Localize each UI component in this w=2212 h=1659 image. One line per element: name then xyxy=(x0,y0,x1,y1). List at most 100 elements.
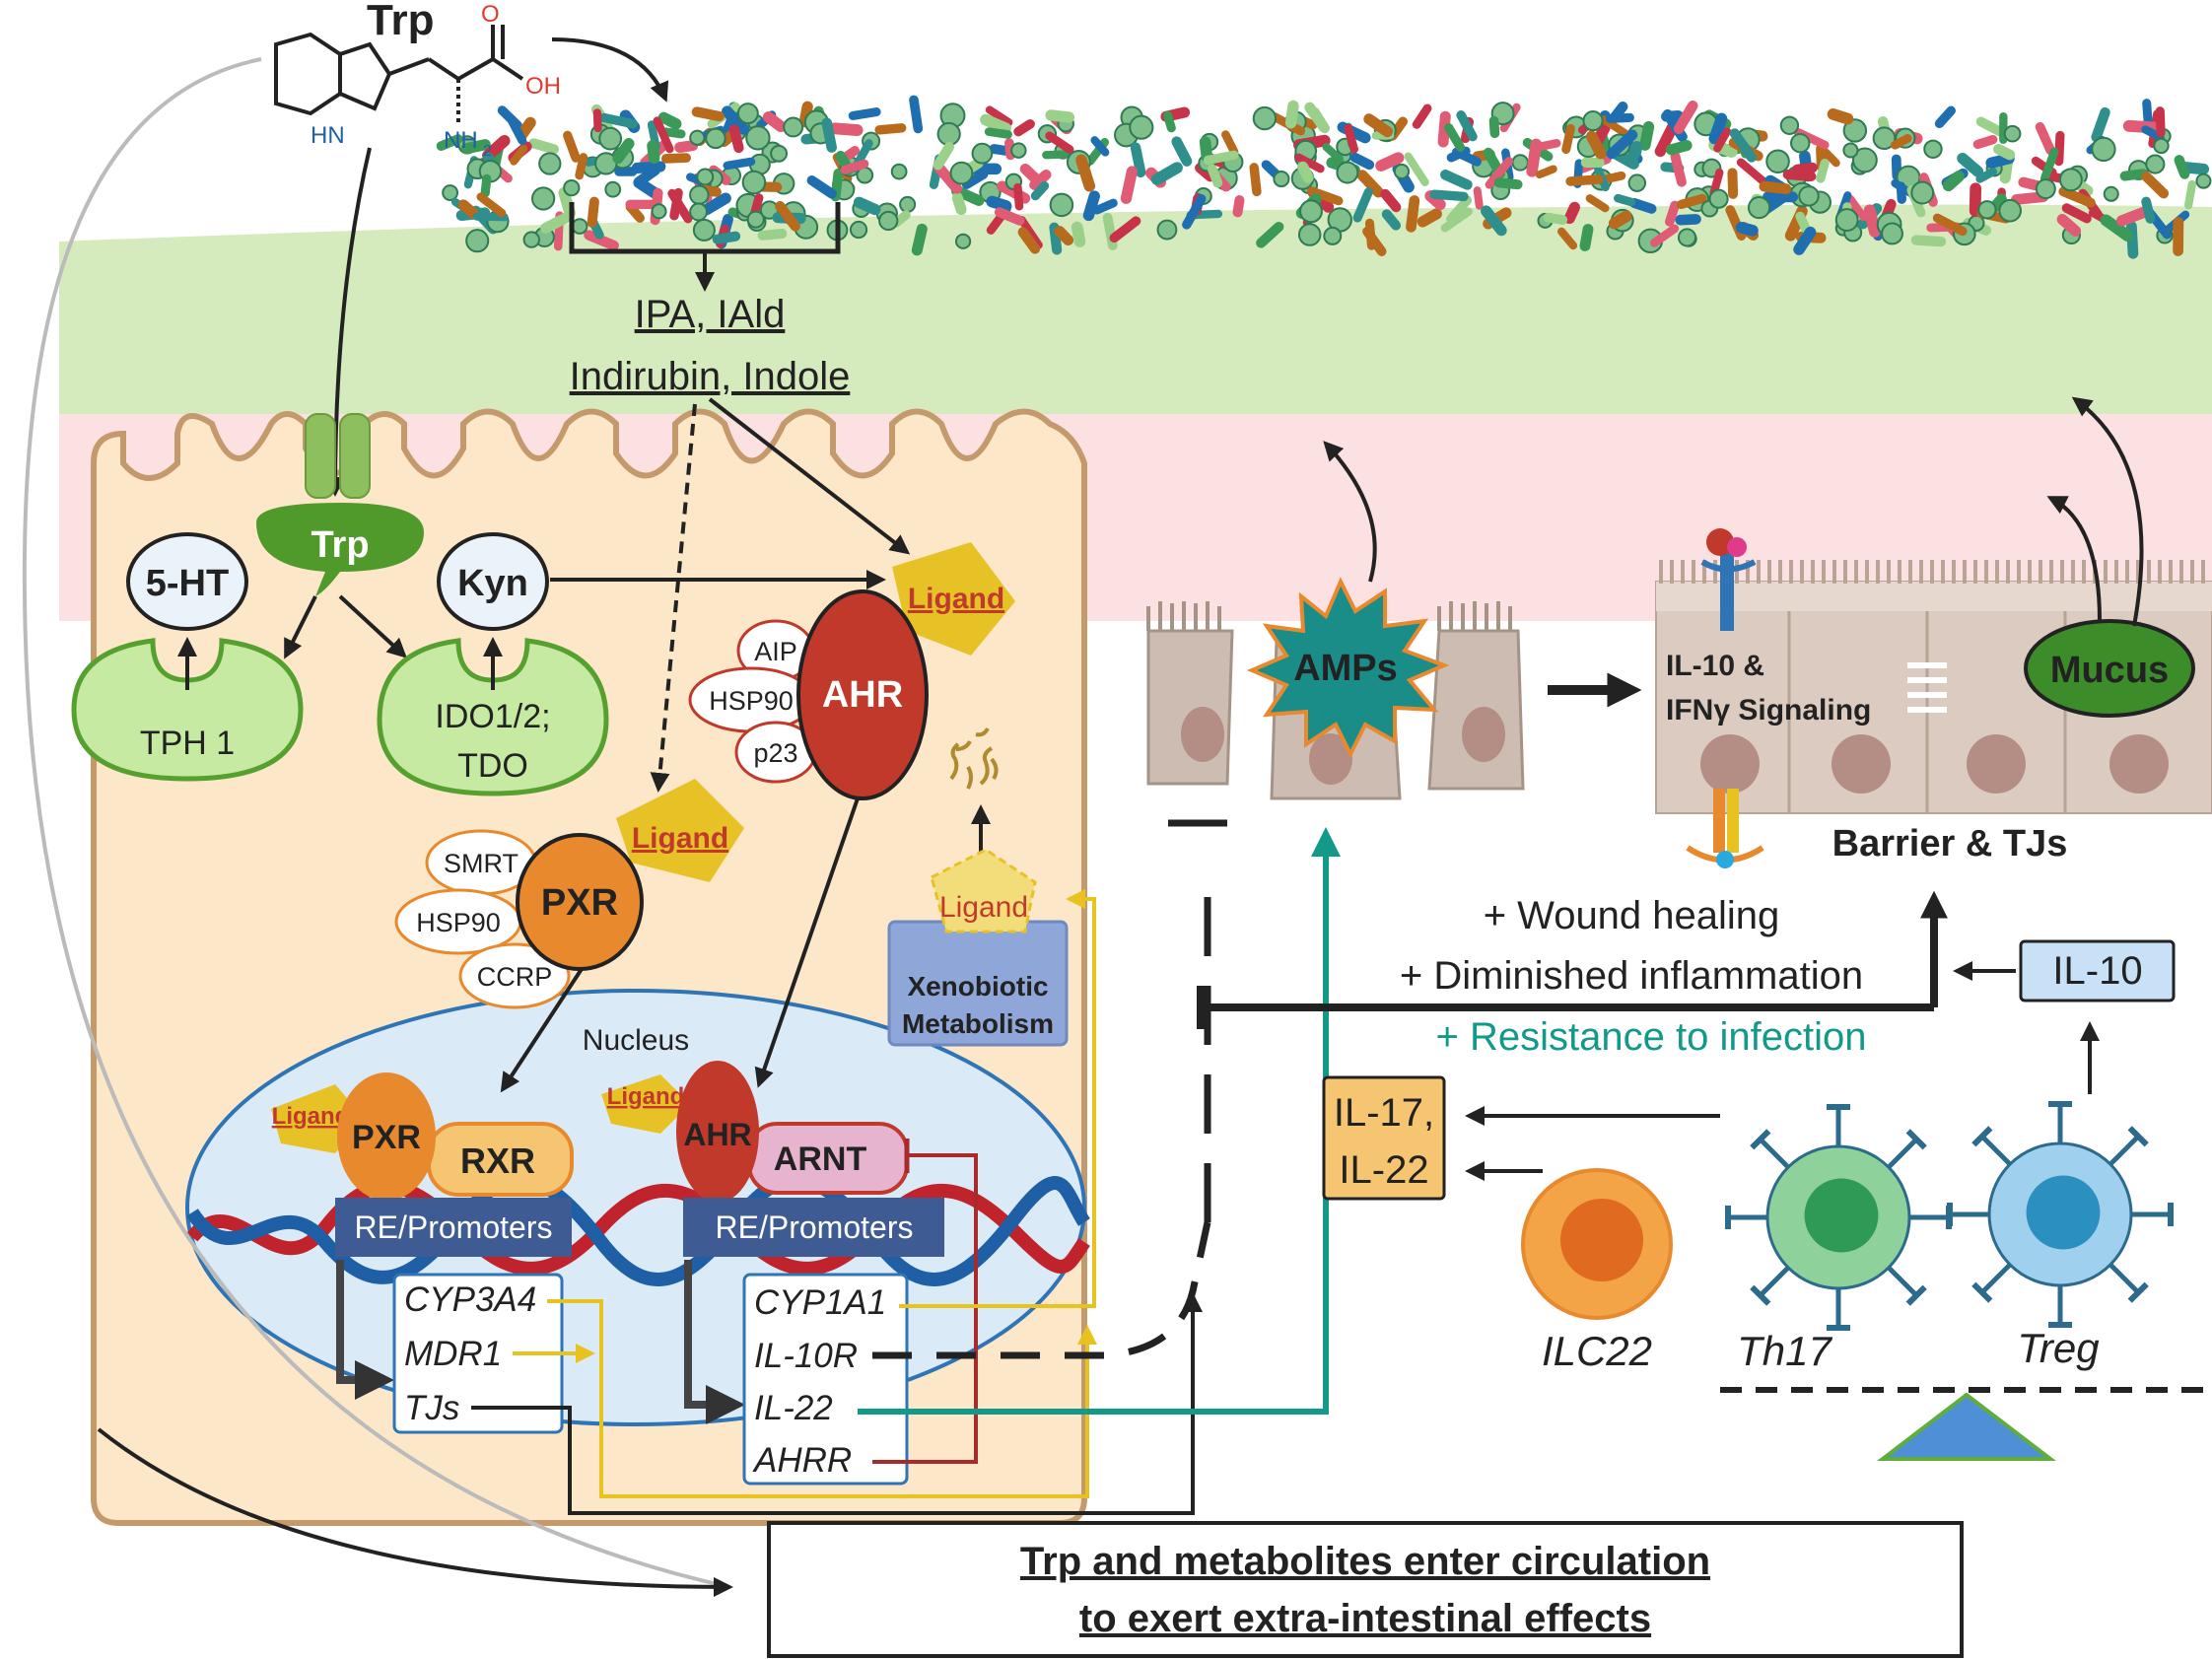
bacterium-rod-icon xyxy=(1322,143,1344,164)
bacterium-rod-icon xyxy=(961,170,989,189)
bacterium-coccus-icon xyxy=(1582,110,1604,132)
balance-fulcrum xyxy=(1877,1392,2056,1461)
bacterium-coccus-icon xyxy=(899,195,917,213)
bacterium-rod-icon xyxy=(614,167,638,176)
ahr-gene-il22: IL-22 xyxy=(754,1389,833,1427)
bacterium-rod-icon xyxy=(1585,130,1607,160)
bacterium-rod-icon xyxy=(2155,106,2166,138)
bacterium-rod-icon xyxy=(1375,152,1405,172)
cytokine-receptor-bottom-icon xyxy=(1686,789,1764,868)
bacterium-rod-icon xyxy=(1896,181,1906,204)
molecule-hydroxyl: OH xyxy=(525,73,561,100)
ahrr-inhibition-line xyxy=(872,1153,978,1464)
bacterium-rod-icon xyxy=(853,196,881,216)
trp-intracellular xyxy=(256,503,424,596)
ccrp-cochaperone xyxy=(458,942,571,1009)
bacterium-rod-icon xyxy=(1440,207,1473,233)
arrow-pxr-transcription xyxy=(336,1260,394,1400)
molecule-oxygen: O xyxy=(481,1,500,28)
bacterium-rod-icon xyxy=(1092,198,1118,215)
bacterium-rod-icon xyxy=(575,153,588,180)
bacterium-coccus-icon xyxy=(2153,137,2170,155)
bacterium-rod-icon xyxy=(631,161,666,174)
bacterium-rod-icon xyxy=(1972,134,1998,150)
bacterium-coccus-icon xyxy=(1977,200,1997,220)
pxr-ligand-label: Ligand xyxy=(632,822,728,855)
bacterium-rod-icon xyxy=(1626,141,1643,165)
arnt-label: ARNT xyxy=(774,1141,867,1178)
bacterium-rod-icon xyxy=(1957,152,1984,177)
bacterium-coccus-icon xyxy=(1323,226,1343,245)
bacterium-rod-icon xyxy=(1846,195,1868,222)
arrow-tjs-to-barrier xyxy=(471,1292,1203,1515)
tph1-enzyme xyxy=(71,638,304,782)
bacterium-rod-icon xyxy=(1071,221,1086,247)
bacterium-coccus-icon xyxy=(442,184,459,201)
bacterium-rod-icon xyxy=(986,195,1012,212)
bacterium-coccus-icon xyxy=(689,129,706,146)
ahr-promoter-box xyxy=(683,1198,944,1257)
bacterium-coccus-icon xyxy=(1677,228,1697,247)
kynurenine-label: Kyn xyxy=(457,563,528,604)
il10r-dashed-path xyxy=(872,1221,1211,1359)
arrow-pxr-to-nucleus xyxy=(500,967,584,1093)
bacterium-rod-icon xyxy=(1485,157,1514,189)
barrier-label: Barrier & TJs xyxy=(1832,823,2068,864)
bacterium-rod-icon xyxy=(584,230,619,251)
pxr-gene-tjs: TJs xyxy=(404,1389,459,1427)
molecule-amine-subscript: 2 xyxy=(483,143,492,160)
effect-wound-healing: + Wound healing xyxy=(1484,894,1780,937)
bacterium-rod-icon xyxy=(1585,194,1610,213)
bacterium-rod-icon xyxy=(1120,166,1138,204)
bacterium-rod-icon xyxy=(598,112,638,129)
arrow-circulation-arc-end xyxy=(97,1427,733,1597)
ahr-cytoplasmic-label: AHR xyxy=(822,674,903,716)
bacterium-rod-icon xyxy=(1456,110,1478,142)
bacterium-coccus-icon xyxy=(971,142,994,165)
th17-label: Th17 xyxy=(1737,1328,1832,1374)
bacterium-rod-icon xyxy=(728,124,744,154)
bacterium-rod-icon xyxy=(909,95,924,134)
bacterium-rod-icon xyxy=(1649,224,1680,247)
bacterium-coccus-icon xyxy=(1299,199,1323,224)
bacterium-rod-icon xyxy=(1362,226,1387,256)
ccrp-label: CCRP xyxy=(477,962,553,992)
bacterium-rod-icon xyxy=(2115,206,2152,227)
bacterium-rod-icon xyxy=(1942,171,1965,192)
bacterium-rod-icon xyxy=(1708,112,1728,145)
pxr-promoter-box xyxy=(335,1198,572,1257)
bacterium-rod-icon xyxy=(1130,142,1146,178)
bacterium-rod-icon xyxy=(1380,188,1402,213)
bacterium-coccus-icon xyxy=(705,127,726,150)
bacterium-coccus-icon xyxy=(689,202,708,222)
ahr-target-genes-box xyxy=(742,1273,909,1486)
bacterium-rod-icon xyxy=(1221,130,1239,157)
bacterium-rod-icon xyxy=(669,187,683,221)
arrow-cyp3a4-to-xeno xyxy=(547,1299,1097,1498)
bacterium-coccus-icon xyxy=(1010,142,1027,159)
bacterium-rod-icon xyxy=(840,159,869,174)
bacterium-coccus-icon xyxy=(849,220,868,240)
bacterium-rod-icon xyxy=(1109,216,1141,243)
bacterium-rod-icon xyxy=(1417,208,1442,228)
circulation-box xyxy=(767,1521,1964,1658)
bacterium-rod-icon xyxy=(2173,217,2184,256)
th17-cell xyxy=(1725,1104,1952,1331)
bacterium-coccus-icon xyxy=(936,121,961,147)
metabolites-line1: IPA, IAld xyxy=(635,293,786,336)
serotonin-label: 5-HT xyxy=(146,563,229,604)
bacterium-rod-icon xyxy=(1605,112,1634,123)
nuclear-ahr-ligand-label: Ligand xyxy=(607,1083,685,1110)
molecule-indole-nh: HN xyxy=(311,122,345,149)
bacterium-rod-icon xyxy=(1606,129,1638,160)
xeno-ligand xyxy=(930,848,1037,933)
bacterium-rod-icon xyxy=(1629,198,1657,214)
nuclear-ahr-node xyxy=(676,1061,759,1203)
bacterium-coccus-icon xyxy=(2091,136,2116,163)
nuclear-pxr-node xyxy=(337,1072,436,1201)
bacterium-rod-icon xyxy=(657,111,682,130)
mucus-label: Mucus xyxy=(2050,650,2169,691)
bacterium-rod-icon xyxy=(1019,163,1046,189)
bacterium-rod-icon xyxy=(1406,195,1420,233)
bacterium-rod-icon xyxy=(1404,152,1429,186)
